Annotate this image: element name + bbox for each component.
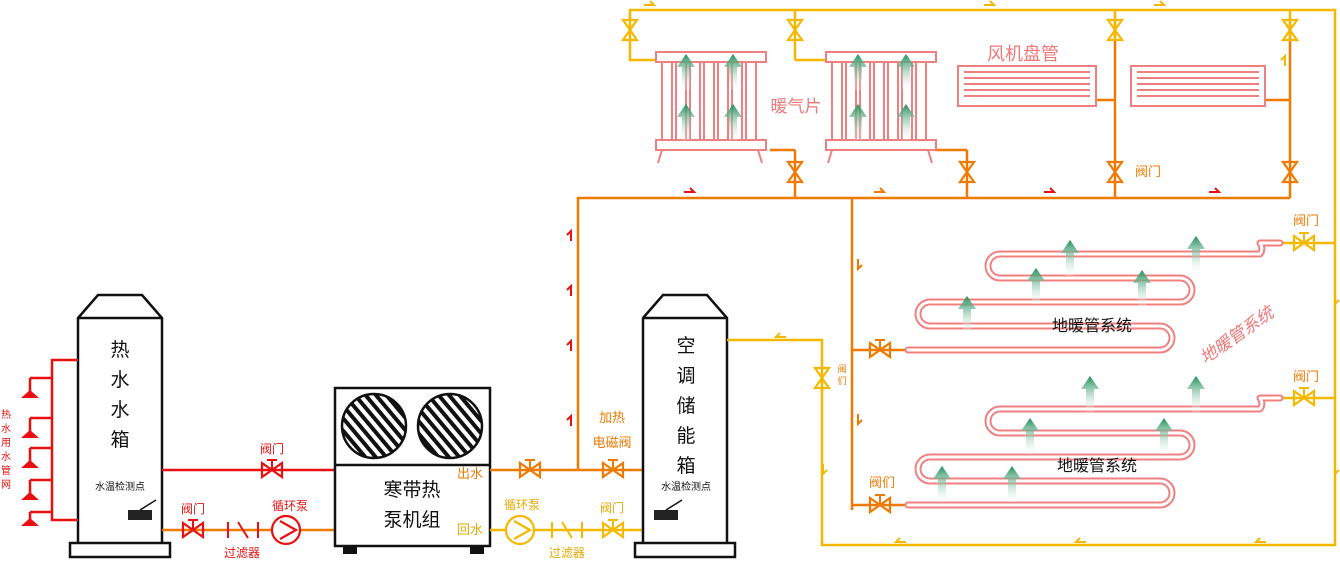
ac-tank-title-1: 空	[676, 335, 695, 357]
floor-valve-left-label: 阀们	[869, 476, 895, 491]
floor-heating-label-1: 地暖管系统	[1052, 316, 1132, 335]
fan-coil-label: 风机盘管	[987, 44, 1059, 65]
riser-valve-char-2: 们	[837, 375, 846, 387]
return-label: 回水	[457, 523, 483, 538]
ac-tank-title-4: 能	[676, 425, 695, 447]
hot-water-network-label: 热 水 用 水 管 网	[1, 408, 11, 491]
right-filter-icon	[551, 521, 583, 539]
floor-heating-label-2: 地暖管系统	[1057, 456, 1137, 475]
radiator-1	[655, 51, 767, 164]
ac-storage-tank: 空 调 储 能 箱 水温检测点	[633, 293, 737, 559]
floor-heating-coil-1-inner	[906, 241, 1282, 352]
fan-coil-1	[957, 65, 1097, 107]
ac-tank-sensor-label: 水温检测点	[661, 480, 711, 493]
left-pump-label: 循环泵	[272, 499, 308, 513]
solenoid-label-line2: 电磁阀	[592, 436, 631, 451]
solenoid-label-line1: 加热	[599, 411, 625, 426]
ac-tank-title-3: 储	[676, 395, 695, 417]
outlet-valve-icon[interactable]	[518, 458, 542, 479]
right-pump-label: 循环泵	[504, 498, 540, 512]
ac-tank-sensor-icon	[654, 499, 683, 520]
left-lower-valve-label: 阀门	[181, 501, 205, 516]
right-pump-icon[interactable]	[504, 514, 536, 546]
left-upper-valve-icon[interactable]	[260, 458, 284, 479]
terminal-valve-label: 阀门	[1135, 165, 1161, 180]
fan-right-icon	[416, 392, 484, 460]
hot-tank-sensor-label: 水温检测点	[95, 480, 145, 493]
hot-water-tank-title-1: 热	[110, 339, 129, 361]
radiator-label: 暖气片	[771, 97, 822, 117]
svg-text:用: 用	[1, 438, 11, 449]
ac-tank-title-2: 调	[676, 365, 695, 387]
hot-water-tank-title-3: 水	[110, 399, 129, 421]
fan-left-icon	[340, 392, 408, 460]
svg-text:水: 水	[1, 423, 11, 435]
ac-tank-title-5: 箱	[676, 455, 695, 477]
left-pump-icon[interactable]	[270, 514, 302, 546]
floor-heating-script-label: 地暖管系统	[1197, 302, 1281, 369]
floor-valve-lower-label: 阀门	[1293, 370, 1319, 385]
hot-water-tank-title-4: 箱	[110, 429, 129, 451]
hot-water-tank-title-2: 水	[110, 369, 129, 391]
heat-pump-title-line1: 寒带热	[383, 479, 440, 501]
left-filter-icon	[227, 521, 259, 539]
return-valve-label: 阀门	[600, 500, 624, 515]
right-filter-label: 过滤器	[549, 546, 585, 560]
floor-2-return-valve-icon[interactable]	[1292, 386, 1316, 407]
outlet-label: 出水	[457, 467, 483, 482]
floor-1-supply-valve-icon[interactable]	[868, 338, 892, 359]
hot-tank-sensor-icon	[128, 499, 157, 520]
return-valve-icon[interactable]	[601, 518, 625, 539]
solenoid-valve-icon[interactable]	[601, 458, 625, 479]
radiator-2	[825, 51, 937, 164]
fan-coil-2	[1130, 65, 1266, 107]
svg-text:网: 网	[1, 479, 11, 491]
floor-1-return-valve-icon[interactable]	[1292, 231, 1316, 252]
svg-text:热: 热	[1, 408, 11, 421]
left-filter-label: 过滤器	[224, 546, 260, 560]
left-upper-valve-label: 阀门	[260, 441, 284, 456]
floor-heating-coil-2-inner	[906, 396, 1282, 507]
floor-valve-upper-label: 阀门	[1293, 214, 1319, 229]
floor-2-supply-valve-icon[interactable]	[868, 493, 892, 514]
hot-water-outlets	[21, 390, 39, 526]
return-pipes	[628, 8, 1337, 547]
floor-heating-coil-2	[904, 394, 1284, 509]
hot-water-pipe-network	[28, 358, 78, 522]
hot-water-tank: 热 水 水 箱 水温检测点	[68, 293, 172, 559]
svg-text:水: 水	[1, 451, 11, 463]
heat-pump-title-line2: 泵机组	[383, 509, 440, 531]
heat-pump-unit: 寒带热 泵机组	[333, 386, 492, 554]
svg-text:管: 管	[1, 464, 11, 477]
left-lower-valve-icon[interactable]	[181, 518, 205, 539]
riser-valve-char-1: 阀	[837, 364, 846, 375]
